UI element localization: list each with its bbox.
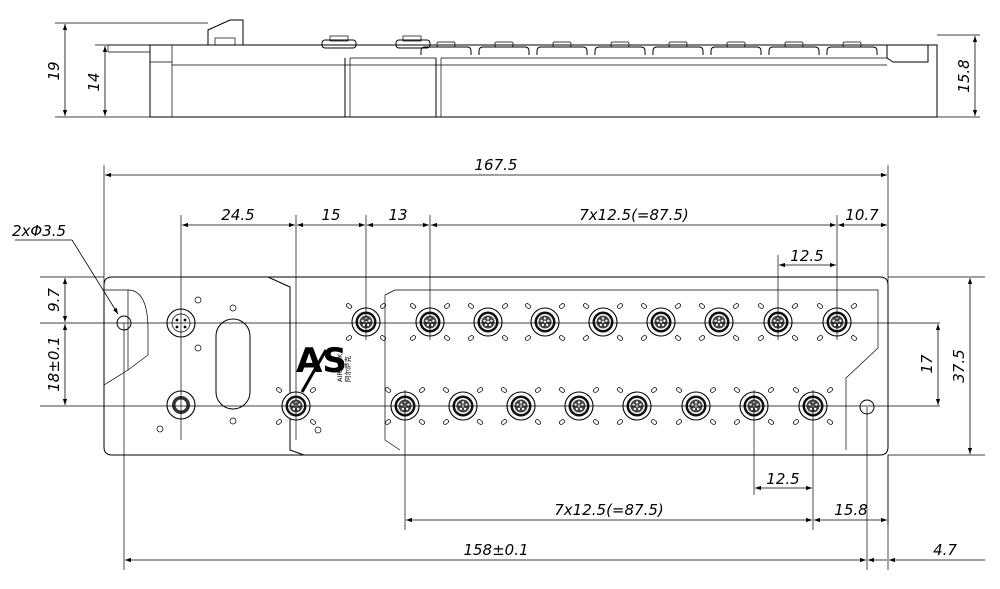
dim-pitch-single-top: 12.5 <box>790 247 823 265</box>
svg-text:阿尔萨克: 阿尔萨克 <box>343 356 352 383</box>
side-connector-row <box>420 41 878 56</box>
dim-hole-offset: 9.7 <box>45 288 63 312</box>
dim-pitch-single-bottom: 12.5 <box>766 470 799 488</box>
airsack-logo: AS AIRSACK 阿尔萨克 <box>296 341 352 393</box>
dim-hole-spacing: 18±0.1 <box>45 336 63 392</box>
left-module-outline <box>103 276 305 456</box>
io-connector-top-2 <box>467 302 509 342</box>
dim-hole-spec: 2xΦ3.5 <box>12 222 66 240</box>
dim-end-top: 10.7 <box>845 206 879 224</box>
label-slot <box>215 318 251 410</box>
io-connectors-top-row <box>409 302 858 342</box>
side-connector-b <box>395 39 431 49</box>
dim-pitch-bottom: 7x12.5(=87.5) <box>554 501 664 519</box>
dim-col-2: 15 <box>321 206 340 224</box>
dim-overall-length: 167.5 <box>475 156 518 174</box>
dim-total-height: 19 <box>45 61 63 80</box>
dim-pitch-top: 7x12.5(=87.5) <box>579 206 689 224</box>
svg-text:AIRSACK: AIRSACK <box>336 353 344 382</box>
side-cable-plug <box>207 19 244 45</box>
dim-end-offset: 4.7 <box>933 541 957 559</box>
dim-right-height: 15.8 <box>955 59 973 92</box>
io-connector-top-5 <box>640 302 682 342</box>
side-body <box>149 44 938 118</box>
side-view: 19 14 15.8 <box>45 19 980 118</box>
top-view: 2xΦ3.5 AS AIRSACK 阿尔萨克 <box>12 156 985 570</box>
dim-col-1: 24.5 <box>221 206 254 224</box>
io-connector-top-3 <box>524 302 566 342</box>
side-end-step <box>886 45 929 63</box>
dim-overall-width: 37.5 <box>950 349 968 382</box>
side-connector-a <box>321 39 357 49</box>
dim-body-height: 14 <box>85 72 103 91</box>
io-connector-top-6 <box>698 302 740 342</box>
dim-col-3: 13 <box>388 206 407 224</box>
main-module-outline <box>268 276 889 456</box>
io-connector-top-4 <box>582 302 624 342</box>
dim-row-spacing: 17 <box>918 354 936 374</box>
dim-end-bottom: 15.8 <box>834 501 867 519</box>
dim-hole-length: 158±0.1 <box>463 541 528 559</box>
